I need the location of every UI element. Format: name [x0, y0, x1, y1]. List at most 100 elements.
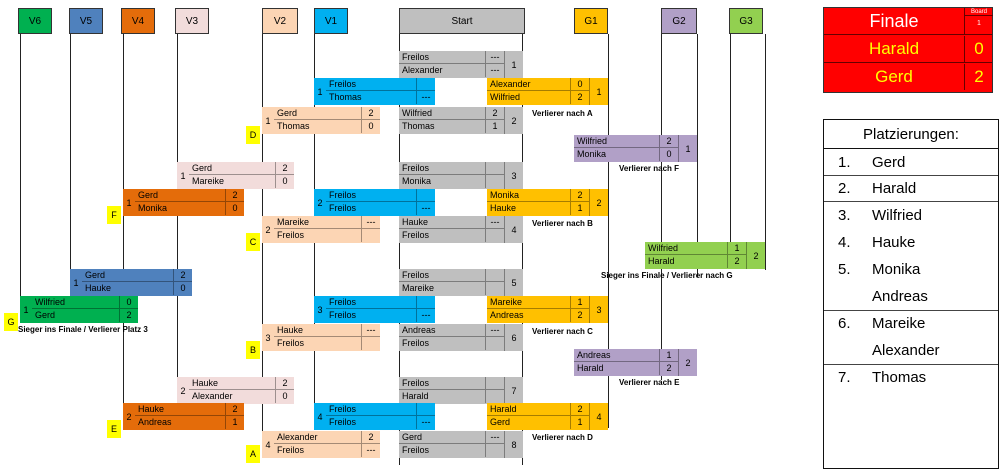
placings-divider	[824, 364, 998, 365]
player-name: Alexander	[490, 79, 531, 89]
match-number: 5	[504, 269, 523, 296]
placing-name: Gerd	[872, 154, 906, 171]
match-number: 8	[504, 431, 523, 458]
match-number: 4	[589, 403, 608, 430]
player-row: Freilos---	[326, 309, 435, 322]
group-label: A	[246, 445, 260, 463]
player-name: Harald	[577, 363, 604, 373]
player-score	[485, 444, 504, 457]
player-score: 2	[275, 162, 294, 174]
player-name: Gerd	[277, 108, 298, 118]
player-score	[361, 337, 380, 350]
player-name: Freilos	[277, 230, 305, 240]
match-number: 1	[678, 135, 697, 162]
player-score: ---	[485, 64, 504, 77]
bracket-line	[123, 34, 124, 415]
player-row: Alexander---	[399, 64, 504, 77]
player-score: 2	[570, 403, 589, 415]
placing-4: 4.Hauke	[838, 234, 915, 251]
board-box: Board 1	[964, 8, 993, 34]
player-score: 2	[727, 255, 746, 268]
match-players: Hauke---Freilos	[274, 324, 380, 351]
player-score: 2	[570, 189, 589, 201]
player-score: ---	[485, 216, 504, 228]
player-row: Freilos	[326, 189, 435, 202]
player-name: Freilos	[402, 338, 430, 348]
player-name: Gerd	[490, 417, 511, 427]
player-row: Freilos	[399, 229, 504, 242]
player-score: 1	[727, 242, 746, 254]
match-number: 1	[317, 86, 323, 97]
placing-name: Alexander	[872, 342, 940, 359]
placings-divider	[824, 310, 998, 311]
player-score	[416, 78, 435, 90]
player-score	[485, 282, 504, 295]
match-number: 6	[504, 324, 523, 351]
column-header-v2: V2	[262, 8, 298, 34]
player-name: Andreas	[490, 310, 524, 320]
finale-title: Finale	[869, 10, 919, 31]
group-label: F	[107, 206, 121, 224]
player-score: ---	[361, 444, 380, 457]
player-row: Freilos---	[399, 51, 504, 64]
player-name: Hauke	[490, 203, 517, 213]
player-row: Hauke---	[274, 324, 380, 337]
player-score: 0	[173, 282, 192, 295]
player-name: Gerd	[138, 190, 159, 200]
board-number: 1	[977, 20, 981, 27]
player-row: Freilos	[399, 444, 504, 457]
finale-player-name: Gerd	[875, 67, 913, 86]
player-score: 1	[659, 349, 678, 361]
player-score	[485, 377, 504, 389]
player-name: Andreas	[402, 325, 436, 335]
player-score: 2	[225, 403, 244, 415]
finale-header-row: Finale Board 1	[824, 8, 993, 35]
match-players: Gerd---Freilos	[399, 431, 504, 458]
finale-player-score: 2	[964, 64, 993, 90]
player-score: 2	[570, 91, 589, 104]
player-name: Mareike	[192, 176, 225, 186]
bracket-note: Verlierer nach B	[532, 219, 593, 228]
bracket-line	[20, 34, 21, 298]
match-number: 1	[265, 115, 271, 126]
player-name: Monika	[577, 149, 607, 159]
player-score: 2	[659, 135, 678, 147]
match-number: 2	[746, 242, 765, 269]
finale-panel: Finale Board 1 Harald 0 Gerd 2	[823, 7, 993, 93]
match-number: 1	[73, 277, 79, 288]
